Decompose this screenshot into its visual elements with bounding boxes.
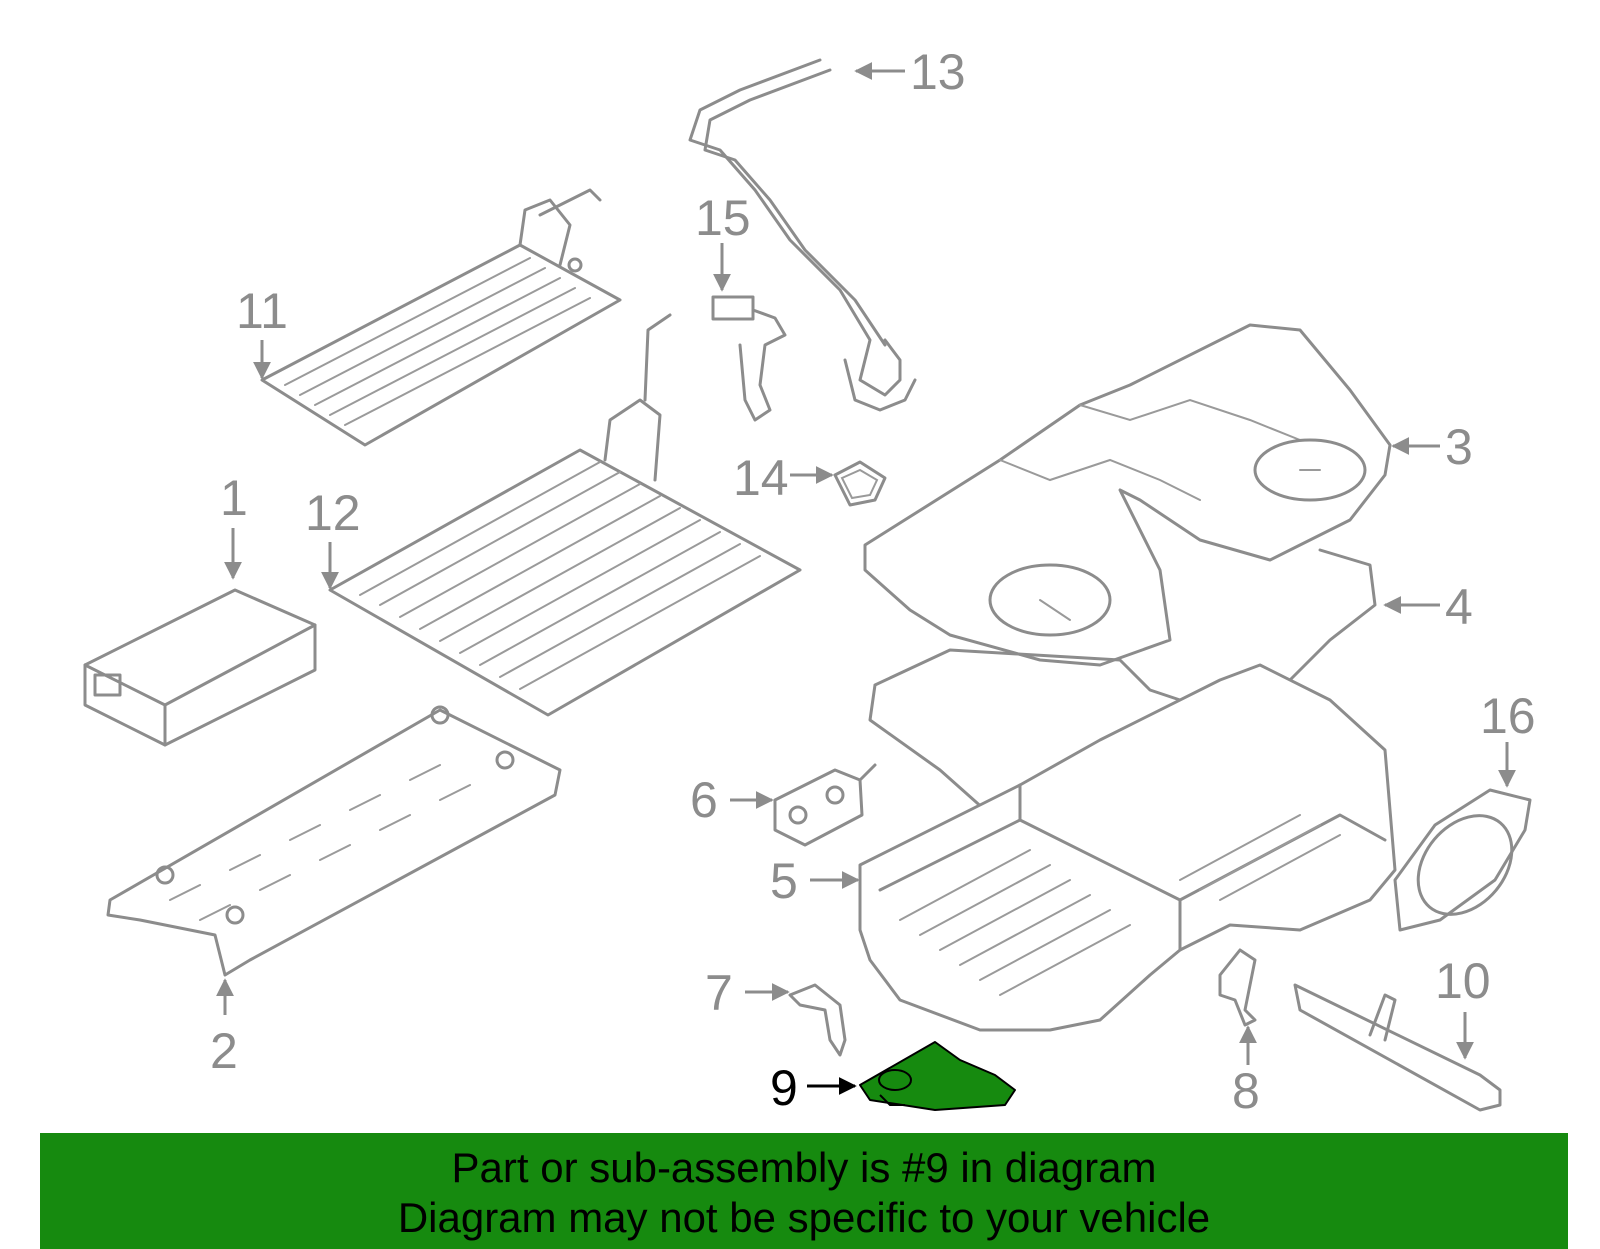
part-14-gasket	[833, 460, 887, 507]
callout-6: 6	[690, 772, 718, 828]
callout-labels: 1 2 3 4 5 6 7 8 9 10 11 12 13 14 15 16	[210, 44, 1536, 1119]
banner-disclaimer: Diagram may not be specific to your vehi…	[397, 1194, 1211, 1241]
part-13-pipe-assembly	[688, 58, 917, 412]
part-16-cover-plate	[1393, 788, 1532, 932]
part-3-housing-cover	[863, 323, 1392, 667]
part-15-sensor	[711, 295, 787, 422]
part-11-cooling-plate	[260, 188, 622, 447]
callout-13: 13	[910, 44, 966, 100]
info-banner: Part or sub-assembly is #9 in diagram Di…	[40, 1133, 1568, 1249]
callout-8: 8	[1232, 1063, 1260, 1119]
part-9-highlighted-mount	[859, 1041, 1016, 1111]
part-12-cooling-plate	[328, 313, 802, 717]
part-7-bracket	[788, 983, 847, 1057]
callout-1: 1	[220, 470, 248, 526]
callout-2: 2	[210, 1023, 238, 1079]
callout-10: 10	[1435, 953, 1491, 1009]
callout-9: 9	[770, 1060, 798, 1116]
callout-7: 7	[705, 965, 733, 1021]
banner-part-note: Part or sub-assembly is #9 in diagram	[451, 1144, 1157, 1191]
part-6-mount	[773, 763, 877, 847]
part-8-bracket	[1218, 948, 1257, 1027]
callout-3: 3	[1445, 419, 1473, 475]
callout-4: 4	[1445, 579, 1473, 635]
part-10-rail	[1293, 983, 1502, 1112]
callout-16: 16	[1480, 688, 1536, 744]
callout-arrows	[216, 62, 1516, 1095]
callout-14: 14	[733, 450, 789, 506]
part-5-lower-pan	[858, 663, 1397, 1032]
callout-12: 12	[305, 485, 361, 541]
callout-5: 5	[770, 853, 798, 909]
part-1-control-module	[83, 588, 317, 747]
callout-11: 11	[236, 283, 288, 339]
callout-15: 15	[695, 190, 751, 246]
part-2-underbody-tray	[106, 705, 562, 977]
